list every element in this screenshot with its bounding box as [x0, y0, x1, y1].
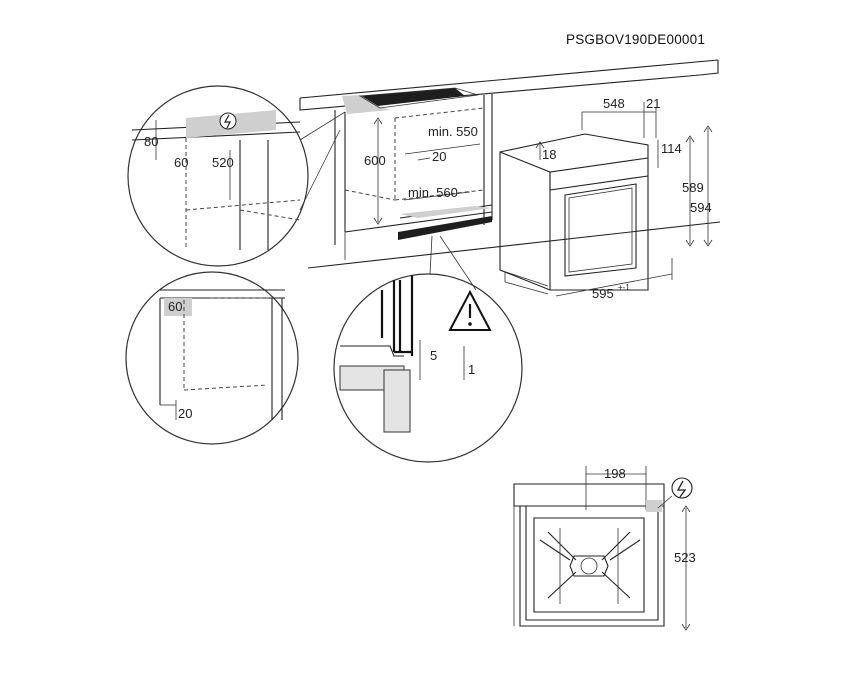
dim-detail-top-60: 60 — [174, 155, 188, 170]
dim-detail-top-80: 80 — [144, 134, 158, 149]
dim-front-depth: 21 — [646, 96, 660, 111]
dim-niche-depth-min: min. 550 — [428, 124, 478, 139]
dim-oven-height-inner: 589 — [682, 180, 704, 195]
dim-niche-gap: 20 — [432, 149, 446, 164]
oven-back-view: 198 523 — [513, 466, 696, 631]
dim-detail-gap-5: 5 — [430, 348, 437, 363]
dim-oven-width: 595 — [592, 286, 614, 301]
oven-drawing — [499, 133, 649, 295]
dim-niche-height: 600 — [364, 153, 386, 168]
detail-plinth-gap: 5 1 — [333, 235, 523, 463]
electrical-connection-icon — [671, 477, 693, 499]
detail-side-clearance: 60 20 — [125, 271, 299, 445]
dim-back-width: 198 — [604, 466, 626, 481]
oven-dimensions: 548 21 18 114 589 594 595 +-1 — [535, 96, 713, 301]
fan-hub — [569, 555, 609, 577]
dim-side-offset: 114 — [661, 141, 682, 156]
dim-oven-height: 594 — [690, 200, 712, 215]
electrical-connection-icon — [219, 112, 237, 130]
dim-detail-side-20: 20 — [178, 406, 192, 421]
dim-top-offset: 18 — [542, 147, 556, 162]
dim-detail-side-60: 60 — [168, 299, 182, 314]
dim-detail-top-520: 520 — [212, 155, 234, 170]
dim-back-height: 523 — [674, 550, 696, 565]
oven-door-window — [564, 183, 637, 277]
plinth-vent — [398, 216, 492, 240]
dim-niche-width-min: min. 560 — [408, 185, 458, 200]
niche-dimensions: 600 min. 550 20 min. 560 — [364, 117, 481, 225]
cooktop-recess — [360, 88, 465, 106]
cabinet-niche-drawing — [299, 59, 721, 269]
dim-detail-gap-1: 1 — [468, 362, 475, 377]
dim-oven-depth: 548 — [603, 96, 625, 111]
dim-oven-width-tolerance: +-1 — [618, 283, 630, 292]
detail-top-clearance: 80 60 520 — [127, 85, 346, 267]
model-code: PSGBOV190DE00001 — [566, 32, 705, 47]
